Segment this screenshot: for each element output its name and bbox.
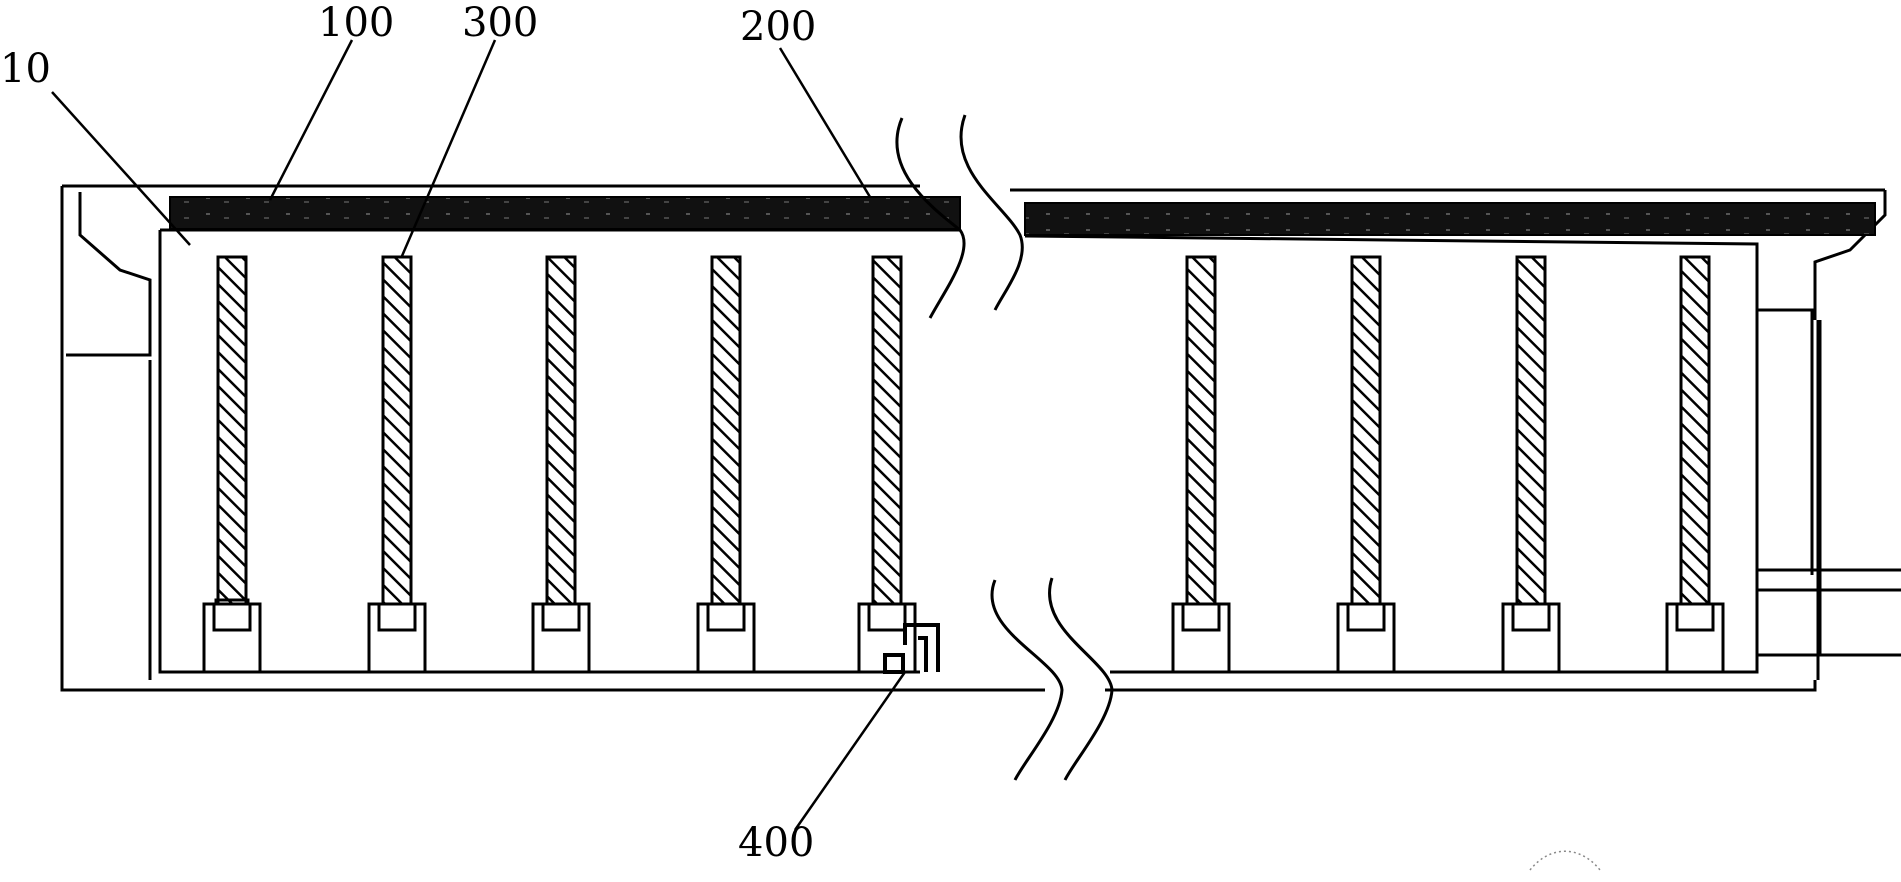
heater-tube-6 xyxy=(1185,255,1217,622)
leader-lines xyxy=(51,39,907,831)
heater-tube-7 xyxy=(1350,255,1382,622)
heater-tubes xyxy=(216,255,1711,622)
heater-tube-3 xyxy=(545,255,577,622)
heater-tube-1 xyxy=(216,255,248,622)
sensor xyxy=(883,623,940,674)
heater-tube-8 xyxy=(1515,255,1547,622)
label-housing: 10 xyxy=(0,46,51,92)
label-cover-plate: 100 xyxy=(318,0,394,46)
label-heater-tube: 300 xyxy=(462,0,538,46)
break-lines xyxy=(895,114,1114,781)
heater-tube-9 xyxy=(1679,255,1711,622)
decorative-mark xyxy=(1529,850,1601,871)
tube-sockets xyxy=(202,598,1725,674)
cover-plate xyxy=(169,196,1876,236)
heater-tube-5 xyxy=(871,255,903,622)
reference-labels: 10 100 300 200 400 xyxy=(0,0,816,866)
label-sensor: 400 xyxy=(738,820,814,866)
heater-tube-4 xyxy=(710,255,742,622)
heater-tube-2 xyxy=(381,255,413,622)
housing xyxy=(60,184,1901,692)
label-spacing-rod: 200 xyxy=(740,4,816,50)
